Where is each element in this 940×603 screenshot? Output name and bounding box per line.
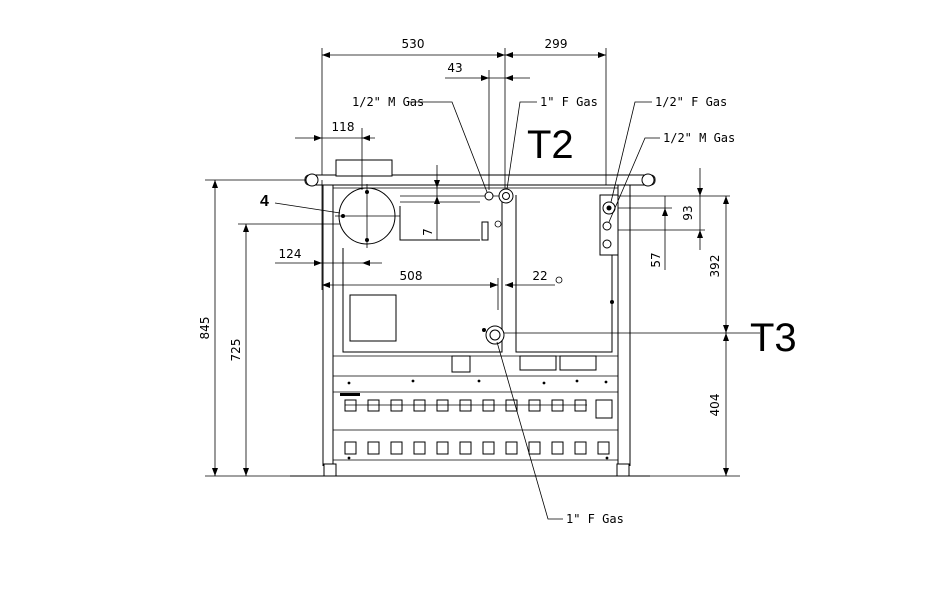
foot-right: [616, 463, 630, 477]
rail-end-left: [305, 173, 319, 187]
leader-lines: [274, 101, 660, 520]
dim-530: 530: [402, 37, 425, 51]
dim-7: 7: [421, 228, 435, 236]
vent-dots: [347, 379, 609, 460]
dim-299: 299: [545, 37, 568, 51]
gas-connection-half-m-top: [484, 191, 494, 201]
dimension-labels: 530 299 43 118 7 124 508 22 93 57 392 40…: [198, 37, 722, 416]
upper-vent-row: [344, 399, 613, 419]
dim-22: 22: [532, 269, 547, 283]
dimension-lines: [205, 48, 760, 477]
dim-725: 725: [229, 339, 243, 362]
reference-labels: T2 T3 4: [260, 123, 797, 360]
dim-392: 392: [708, 255, 722, 278]
dim-43: 43: [447, 61, 462, 75]
flue-box: [335, 159, 393, 177]
left-panel: [349, 294, 397, 342]
label-t3: T3: [750, 316, 797, 360]
lower-vent-row: [344, 441, 610, 455]
callout-one-f-gas-top: 1" F Gas: [540, 95, 598, 109]
rail-end-right: [641, 173, 655, 187]
foot-left: [323, 463, 337, 477]
label-t2: T2: [527, 123, 574, 167]
callout-half-m-gas-right: 1/2" M Gas: [663, 131, 735, 145]
dim-57: 57: [649, 252, 663, 267]
dim-508: 508: [400, 269, 423, 283]
appliance-body: [290, 159, 656, 477]
callout-half-m-gas-left: 1/2" M Gas: [352, 95, 424, 109]
gas-connection-half-m: [602, 221, 612, 231]
dim-118: 118: [332, 120, 355, 134]
dim-124: 124: [279, 247, 302, 261]
callout-one-f-gas-bottom: 1" F Gas: [566, 512, 624, 526]
dim-404: 404: [708, 394, 722, 417]
dim-845: 845: [198, 317, 212, 340]
label-item-4: 4: [260, 193, 269, 210]
small-slot: [481, 221, 489, 241]
callout-half-f-gas-right: 1/2" F Gas: [655, 95, 727, 109]
callout-labels: 1/2" M Gas 1" F Gas 1/2" F Gas 1/2" M Ga…: [352, 95, 735, 526]
dim-93: 93: [681, 205, 695, 220]
